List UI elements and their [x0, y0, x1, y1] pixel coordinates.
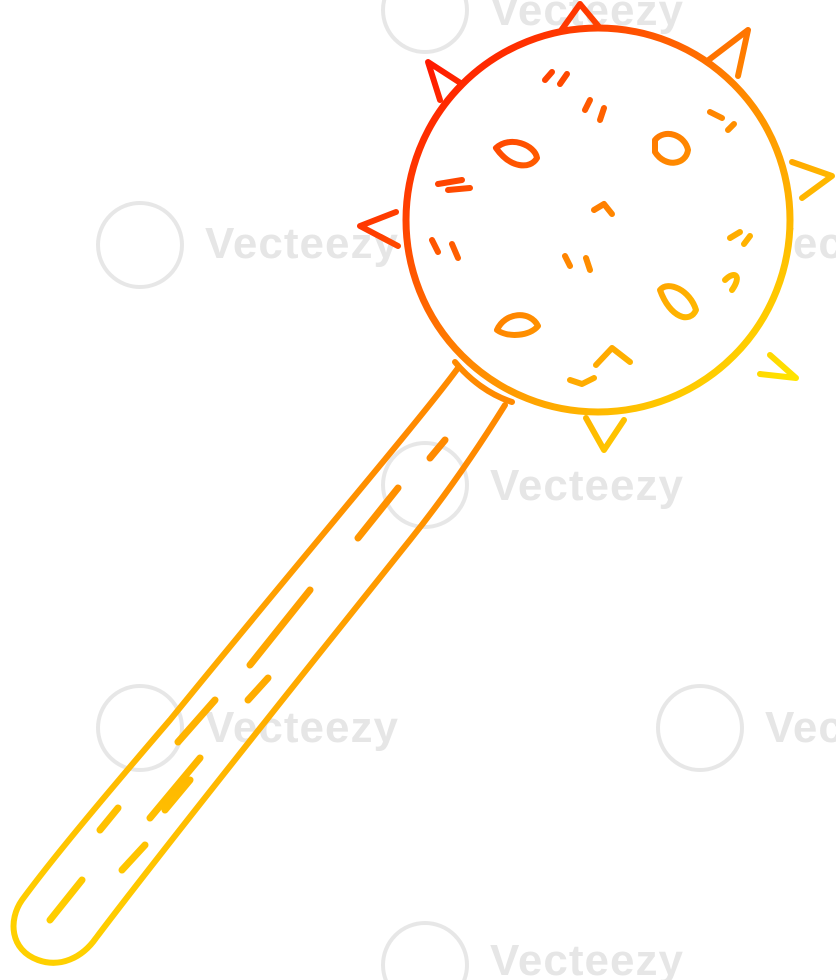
handle-collar [452, 359, 515, 405]
handle-outline [10, 365, 508, 966]
spot [567, 375, 597, 387]
mace-head [402, 24, 794, 416]
mace-handle [10, 359, 515, 966]
spike [357, 209, 401, 249]
spike [789, 159, 835, 201]
watermark-logo-icon [96, 684, 184, 772]
spike [757, 352, 799, 381]
spot [493, 139, 540, 169]
spike [583, 415, 627, 453]
spot [582, 97, 607, 123]
watermark-text: Vecteezy [490, 461, 684, 510]
spot [722, 272, 740, 293]
watermark-logo-icon [96, 201, 184, 289]
watermark-logo-icon [381, 441, 469, 529]
spot [591, 201, 615, 217]
watermark-logo-icon [381, 0, 469, 54]
watermark-logo-icon [381, 921, 469, 980]
watermark-logo-icon [656, 684, 744, 772]
spot [494, 312, 541, 338]
watermark-text: Vecteezy [205, 703, 399, 752]
mace-head-spots [429, 69, 753, 387]
watermark-text: Vecteezy [765, 703, 836, 752]
handle-grain [46, 436, 449, 924]
spot [707, 109, 737, 133]
watermark-text: Vecteezy [490, 936, 684, 980]
spot [727, 229, 753, 247]
spot [657, 283, 699, 321]
spot [562, 253, 593, 273]
watermark-text: Vecteezy [205, 219, 399, 268]
spot [435, 177, 473, 193]
spike [557, 1, 603, 35]
spot [429, 237, 461, 261]
mace-spikes [357, 1, 835, 453]
spot [542, 69, 570, 87]
spot [652, 130, 691, 166]
spot [593, 345, 633, 368]
spike [703, 27, 751, 79]
spike [425, 59, 465, 103]
